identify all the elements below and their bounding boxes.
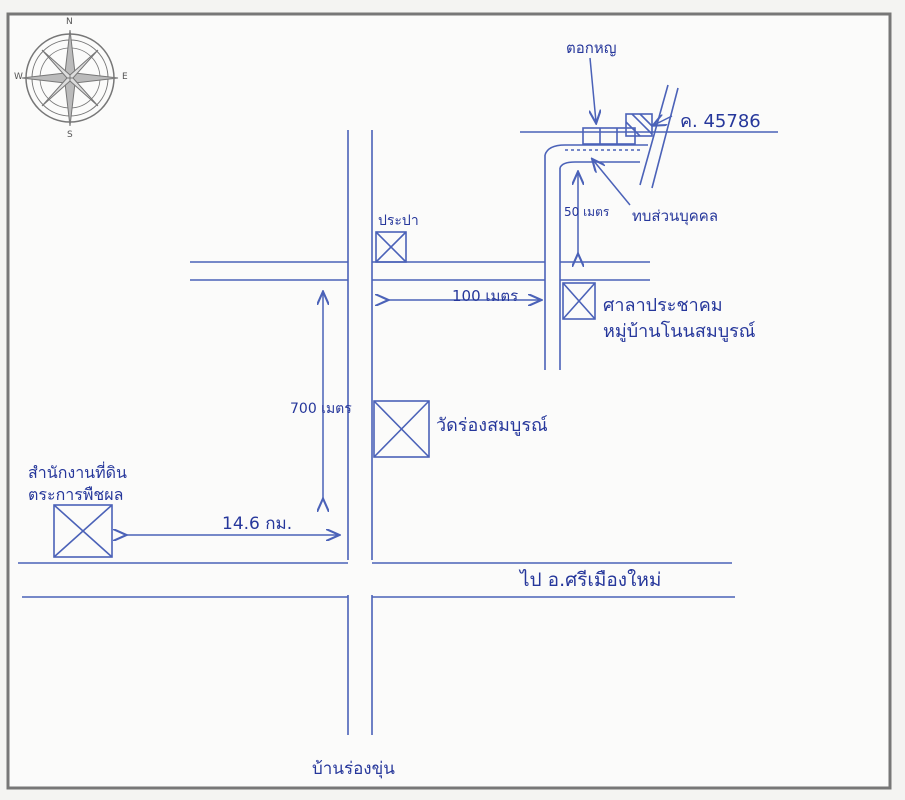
label-house-number: ค. 45786 <box>680 111 761 132</box>
compass-east: E <box>122 72 128 82</box>
road-network <box>18 84 778 735</box>
paper-border <box>6 12 892 790</box>
temple-building <box>373 400 430 458</box>
compass-south: S <box>67 130 73 140</box>
label-rice-mill: ประปา <box>378 213 419 229</box>
label-post-office: ตอกหญ <box>566 39 617 57</box>
buildings <box>53 113 653 558</box>
office-building <box>53 504 113 558</box>
label-village-hall: ศาลาประชาคม หมู่บ้านโนนสมบูรณ์ <box>603 295 756 342</box>
label-distance-50m: 50 เมตร <box>564 205 610 219</box>
label-land-office: สำนักงานที่ดิน ตระการพืชผล <box>28 463 127 504</box>
village-hall-building <box>562 282 596 320</box>
label-distance-700m: 700 เมตร <box>290 401 352 417</box>
label-distance-14-6km: 14.6 กม. <box>222 514 293 534</box>
label-village: บ้านร่องขุ่น <box>312 759 395 779</box>
label-distance-100m: 100 เมตร <box>452 287 519 305</box>
compass-rose-icon <box>21 29 119 127</box>
label-garden-path: ทบส่วนบุคคล <box>632 207 719 225</box>
compass-north: N <box>66 17 73 27</box>
dimension-arrows <box>125 57 673 535</box>
compass-west: W <box>14 72 23 82</box>
rice-mill-building <box>375 231 407 263</box>
label-temple: วัดร่องสมบูรณ์ <box>436 415 548 436</box>
label-to-town: ไป อ.ศรีเมืองใหม่ <box>520 569 662 591</box>
